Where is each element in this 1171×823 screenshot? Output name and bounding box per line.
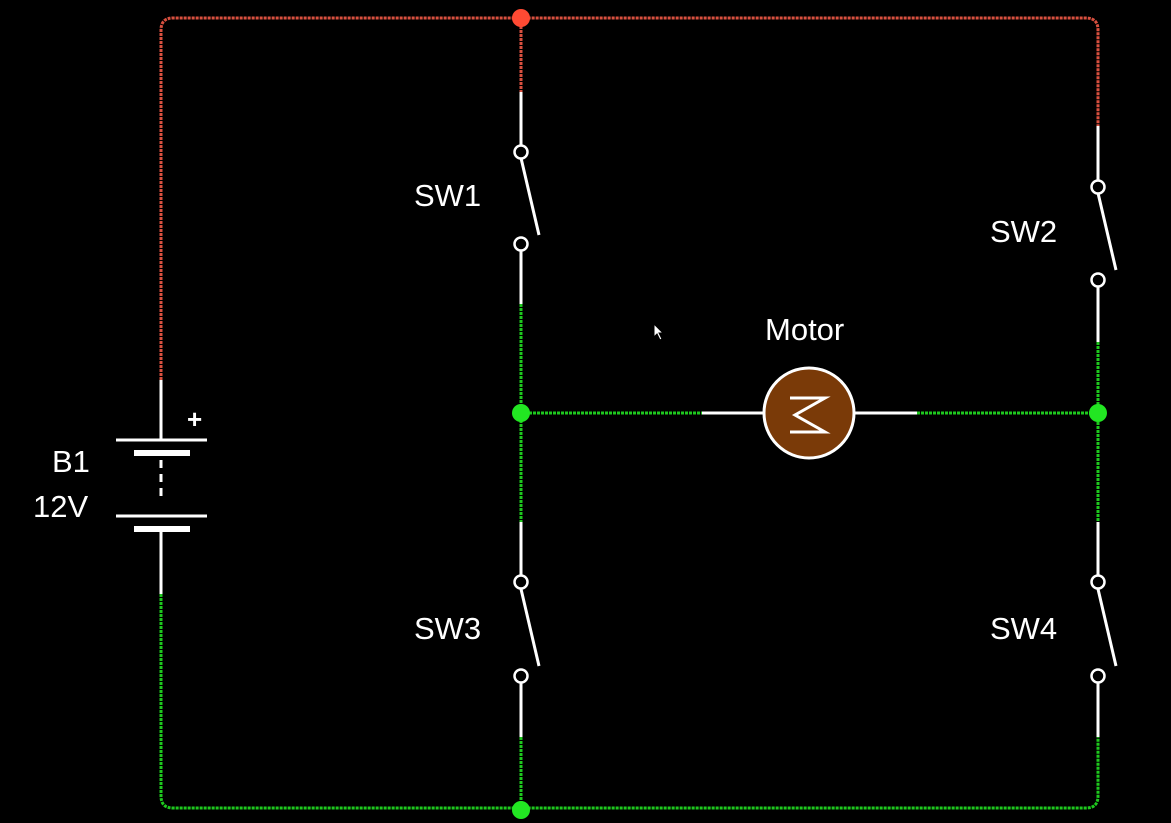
motor-symbol-icon — [790, 396, 831, 434]
sw1-terminal-top — [513, 144, 529, 160]
negative-rail[interactable] — [159, 304, 1100, 810]
motor[interactable] — [702, 366, 917, 460]
sw1-label: SW1 — [414, 178, 482, 213]
switch-sw3[interactable] — [513, 522, 541, 737]
node-bottom-ground[interactable] — [512, 801, 530, 819]
sw1-terminal-bottom — [513, 236, 529, 252]
sw4-label: SW4 — [990, 611, 1058, 646]
motor-label: Motor — [765, 312, 845, 347]
sw2-label: SW2 — [990, 214, 1058, 249]
battery-b1[interactable] — [116, 380, 207, 594]
switch-sw2[interactable] — [1090, 126, 1118, 342]
battery-plus-sign: + — [187, 404, 203, 434]
sw4-terminal-bottom — [1090, 668, 1106, 684]
switch-sw1[interactable] — [513, 92, 541, 304]
sw2-terminal-top — [1090, 179, 1106, 195]
sw4-terminal-top — [1090, 574, 1106, 590]
positive-rail[interactable] — [159, 16, 1100, 380]
node-left-motor[interactable] — [512, 404, 530, 422]
battery-voltage-label: 12V — [33, 489, 89, 524]
sw2-terminal-bottom — [1090, 272, 1106, 288]
node-right-motor[interactable] — [1089, 404, 1107, 422]
switch-sw4[interactable] — [1090, 522, 1118, 737]
node-top-positive[interactable] — [512, 9, 530, 27]
sw3-terminal-bottom — [513, 668, 529, 684]
sw3-terminal-top — [513, 574, 529, 590]
sw3-label: SW3 — [414, 611, 482, 646]
battery-name-label: B1 — [52, 444, 90, 479]
